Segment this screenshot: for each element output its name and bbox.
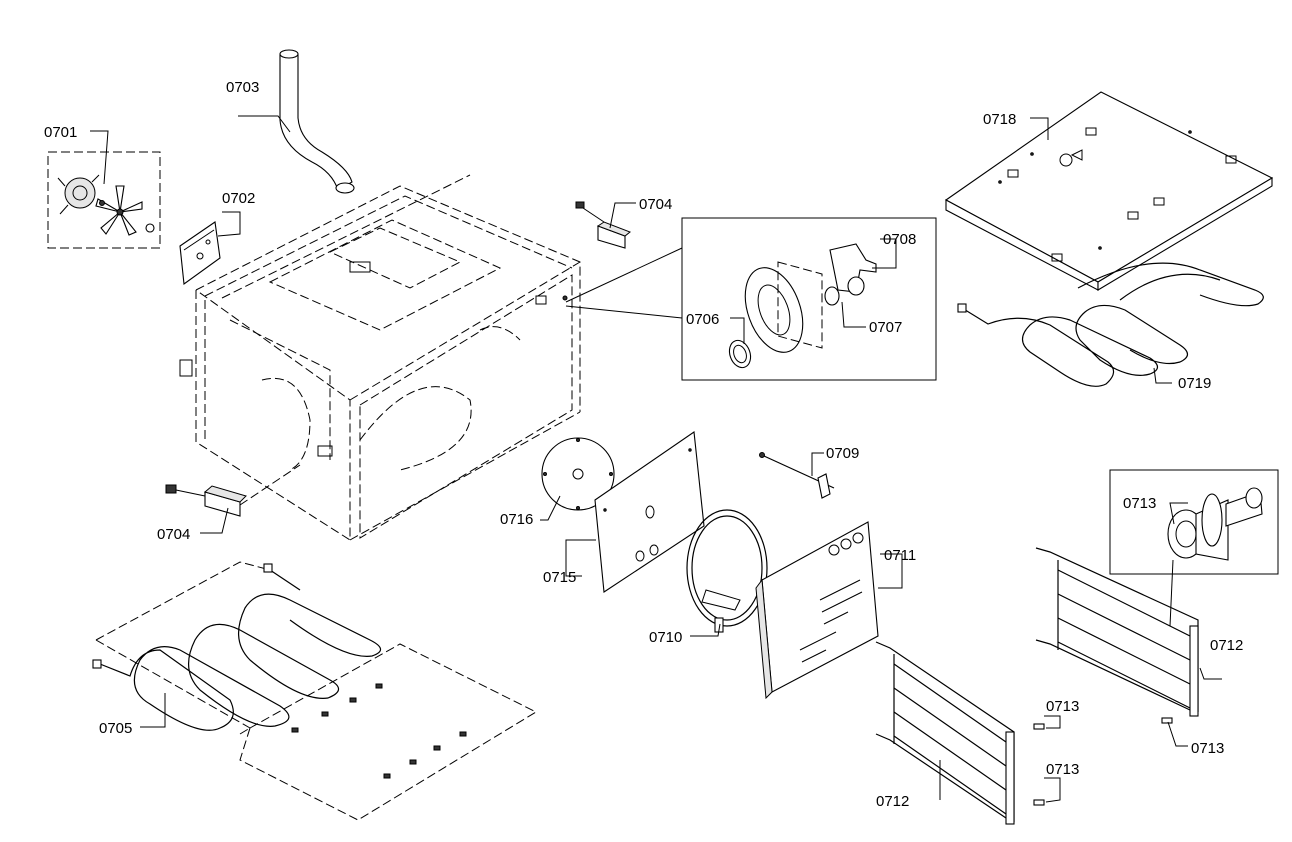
temperature-sensor-0709 [759,452,835,499]
label-0715: 0715 [543,569,576,586]
label-0711: 0711 [884,547,916,564]
label-0706: 0706 [686,311,719,328]
label-0701: 0701 [44,124,77,141]
fastener-0713-icons [1033,717,1173,806]
label-0708: 0708 [883,231,916,248]
label-0704-lower: 0704 [157,526,190,543]
label-0719: 0719 [1178,375,1211,392]
label-0712-bottom: 0712 [876,793,909,810]
bottom-heater-0705 [92,561,538,821]
fan-detail-inset [565,217,937,381]
fan-cover-0711 [755,521,879,700]
shelf-rack-0712-right [1035,547,1199,717]
label-0710: 0710 [649,629,682,646]
label-0704-upper: 0704 [639,196,672,213]
label-0707: 0707 [869,319,902,336]
label-0716: 0716 [500,511,533,528]
top-heater-0719 [957,262,1264,387]
label-0713-mid: 0713 [1046,698,1079,715]
leader-lines [90,115,1222,803]
label-0703: 0703 [226,79,259,96]
label-0705: 0705 [99,720,132,737]
round-plate-0716 [541,437,615,511]
label-0713-right: 0713 [1191,740,1224,757]
shelf-rack-0712-bottom [875,641,1015,825]
top-plate-0718 [944,91,1274,291]
label-0713-inset: 0713 [1123,495,1156,512]
switch-0704-lower [165,464,301,517]
label-0713-low: 0713 [1046,761,1079,778]
fastener-detail-inset [1109,469,1279,627]
back-panel-0715 [594,431,705,593]
part-labels: 0701 0702 0703 0704 0704 0705 0706 0707 … [44,79,1243,810]
label-0718: 0718 [983,111,1016,128]
label-0709: 0709 [826,445,859,462]
exhaust-pipe-0703 [279,49,355,194]
label-0712-right: 0712 [1210,637,1243,654]
bracket-plate-0702 [179,221,221,286]
label-0702: 0702 [222,190,255,207]
oven-housing [179,174,581,541]
fan-motor-0701 [47,151,161,249]
switch-0704-upper [575,201,631,249]
